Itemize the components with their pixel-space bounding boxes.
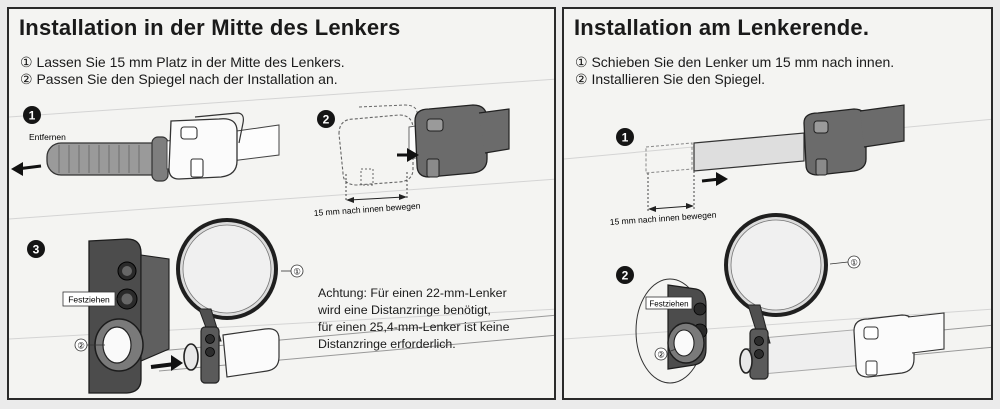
step-badge-1 bbox=[23, 106, 41, 124]
step-badge-1-number: 1 bbox=[29, 109, 36, 123]
mirror-callout: ① bbox=[850, 258, 858, 268]
note-line-1: Achtung: Für einen 22-mm-Lenker bbox=[318, 286, 507, 300]
step-badge-1 bbox=[616, 128, 634, 146]
instruction-step-1: ① Lassen Sie 15 mm Platz in der Mitte de… bbox=[20, 54, 345, 70]
note-line-4: Distanzringe erforderlich. bbox=[318, 337, 456, 351]
step-badge-3-number: 3 bbox=[33, 243, 40, 257]
panel-middle-installation: Installation in der Mitte des Lenkers ① … bbox=[7, 7, 556, 400]
mirror-callout: ① bbox=[293, 267, 301, 277]
step2-switch-shift bbox=[338, 104, 510, 203]
tighten-label: Festziehen bbox=[68, 295, 110, 305]
step-badge-3 bbox=[27, 240, 45, 258]
step2-mirror-mount bbox=[635, 213, 991, 384]
step1-bar-shift bbox=[645, 104, 905, 212]
step-badge-2 bbox=[317, 110, 335, 128]
step1-grip-removal bbox=[11, 112, 280, 182]
move-inward-label: 15 mm nach innen bewegen bbox=[313, 201, 421, 218]
end-installation-illustration: 1 15 mm nach innen bewegen bbox=[564, 104, 991, 384]
spacer-ring-callout: ② bbox=[657, 350, 665, 360]
panel-end-installation: Installation am Lenkerende. ① Schieben S… bbox=[562, 7, 993, 400]
step-badge-1-number: 1 bbox=[622, 131, 629, 145]
step-badge-2-number: 2 bbox=[622, 269, 629, 283]
tighten-label: Festziehen bbox=[649, 300, 688, 309]
spacer-ring-callout: ② bbox=[77, 341, 85, 351]
spacer-ring-note: Achtung: Für einen 22-mm-Lenker wird ein… bbox=[318, 285, 509, 353]
step-badge-2 bbox=[616, 266, 634, 284]
instruction-step-2: ② Installieren Sie den Spiegel. bbox=[575, 71, 765, 87]
middle-installation-illustration: 1 Entfernen 2 15 mm nach innen bewegen bbox=[9, 78, 554, 394]
move-inward-label: 15 mm nach innen bewegen bbox=[609, 210, 717, 227]
step-badge-2-number: 2 bbox=[323, 113, 330, 127]
note-line-2: wird eine Distanzringe benötigt, bbox=[318, 303, 491, 317]
step3-mirror-mount bbox=[62, 218, 554, 394]
note-line-3: für einen 25,4-mm-Lenker ist keine bbox=[318, 320, 510, 334]
panel-title: Installation in der Mitte des Lenkers bbox=[19, 15, 401, 40]
remove-label: Entfernen bbox=[29, 132, 66, 142]
instruction-step-2: ② Passen Sie den Spiegel nach der Instal… bbox=[20, 71, 338, 87]
panel-title: Installation am Lenkerende. bbox=[574, 15, 870, 40]
instruction-step-1: ① Schieben Sie den Lenker um 15 mm nach … bbox=[575, 54, 895, 70]
